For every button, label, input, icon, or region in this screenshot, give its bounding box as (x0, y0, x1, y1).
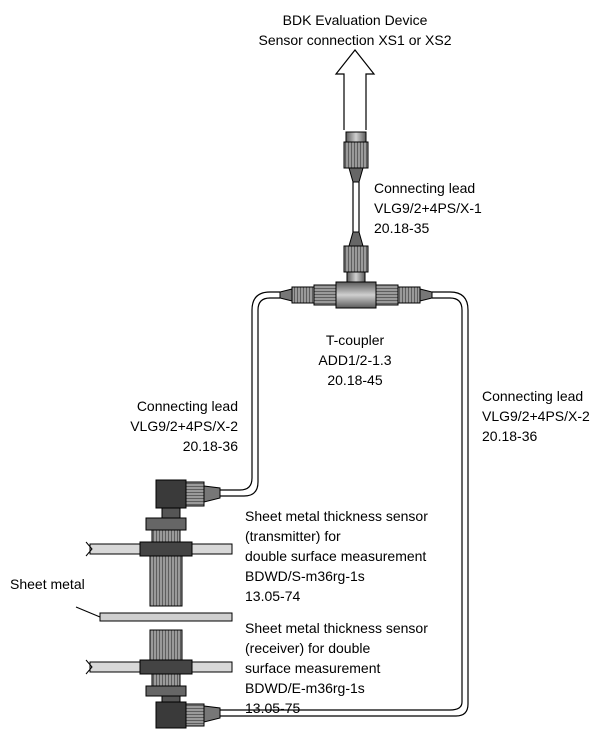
transmitter-line4: BDWD/S-m36rg-1s (245, 568, 365, 584)
top-plug-connector (343, 131, 369, 183)
receiver-line3: surface measurement (245, 660, 381, 676)
lower-plug-connector (343, 231, 369, 283)
transmitter-sensor-body (139, 517, 193, 607)
transmitter-line2: (transmitter) for (245, 528, 341, 544)
receiver-line4: BDWD/E-m36rg-1s (245, 680, 365, 696)
t-coupler-body (279, 281, 433, 309)
receiver-line5: 13.05-75 (245, 700, 301, 716)
lead-right-label: Connecting lead VLG9/2+4PS/X-2 20.18-36 (482, 386, 590, 446)
sheet-metal-label: Sheet metal (10, 574, 85, 594)
lead-left-label: Connecting lead VLG9/2+4PS/X-2 20.18-36 (100, 396, 238, 456)
lead-top-label: Connecting lead VLG9/2+4PS/X-1 20.18-35 (374, 178, 482, 238)
t-coupler-line3: 20.18-45 (327, 372, 383, 388)
lead-right-line1: Connecting lead (482, 388, 584, 404)
transmitter-line5: 13.05-74 (245, 588, 301, 604)
sheet-metal-strip (75, 606, 233, 622)
upper-cable (352, 182, 360, 232)
left-cable (220, 291, 280, 491)
arrow-up-icon (334, 49, 376, 96)
lead-top-line2: VLG9/2+4PS/X-1 (374, 200, 482, 216)
lead-left-line2: VLG9/2+4PS/X-2 (130, 418, 238, 434)
arrow-shaft (343, 96, 367, 130)
receiver-label: Sheet metal thickness sensor (receiver) … (245, 618, 428, 718)
lead-right-line3: 20.18-36 (482, 428, 538, 444)
lead-left-line3: 20.18-36 (182, 438, 238, 454)
transmitter-angled-plug (155, 479, 221, 519)
transmitter-line3: double surface measurement (245, 548, 427, 564)
right-cable (220, 291, 469, 717)
lower-mounting-plate (85, 659, 233, 675)
lead-left-line1: Connecting lead (136, 398, 238, 414)
receiver-line1: Sheet metal thickness sensor (245, 620, 428, 636)
sheet-metal-text: Sheet metal (10, 576, 85, 592)
receiver-line2: (receiver) for double (245, 640, 371, 656)
lead-top-line1: Connecting lead (374, 180, 476, 196)
left-cable-inner (220, 297, 280, 497)
t-coupler-line2: ADD1/2-1.3 (318, 352, 392, 368)
upper-mounting-plate (85, 541, 233, 557)
device-label-line2: Sensor connection XS1 or XS2 (258, 32, 452, 48)
right-cable-inner (220, 297, 463, 711)
transmitter-label: Sheet metal thickness sensor (transmitte… (245, 506, 428, 606)
t-coupler-line1: T-coupler (325, 332, 385, 348)
t-coupler-label: T-coupler ADD1/2-1.3 20.18-45 (300, 330, 410, 390)
lead-right-line2: VLG9/2+4PS/X-2 (482, 408, 590, 424)
transmitter-line1: Sheet metal thickness sensor (245, 508, 428, 524)
device-label-line1: BDK Evaluation Device (282, 12, 428, 28)
receiver-angled-plug (155, 695, 221, 729)
receiver-sensor-body (139, 629, 193, 697)
lead-top-line3: 20.18-35 (374, 220, 430, 236)
device-label: BDK Evaluation Device Sensor connection … (250, 10, 460, 50)
